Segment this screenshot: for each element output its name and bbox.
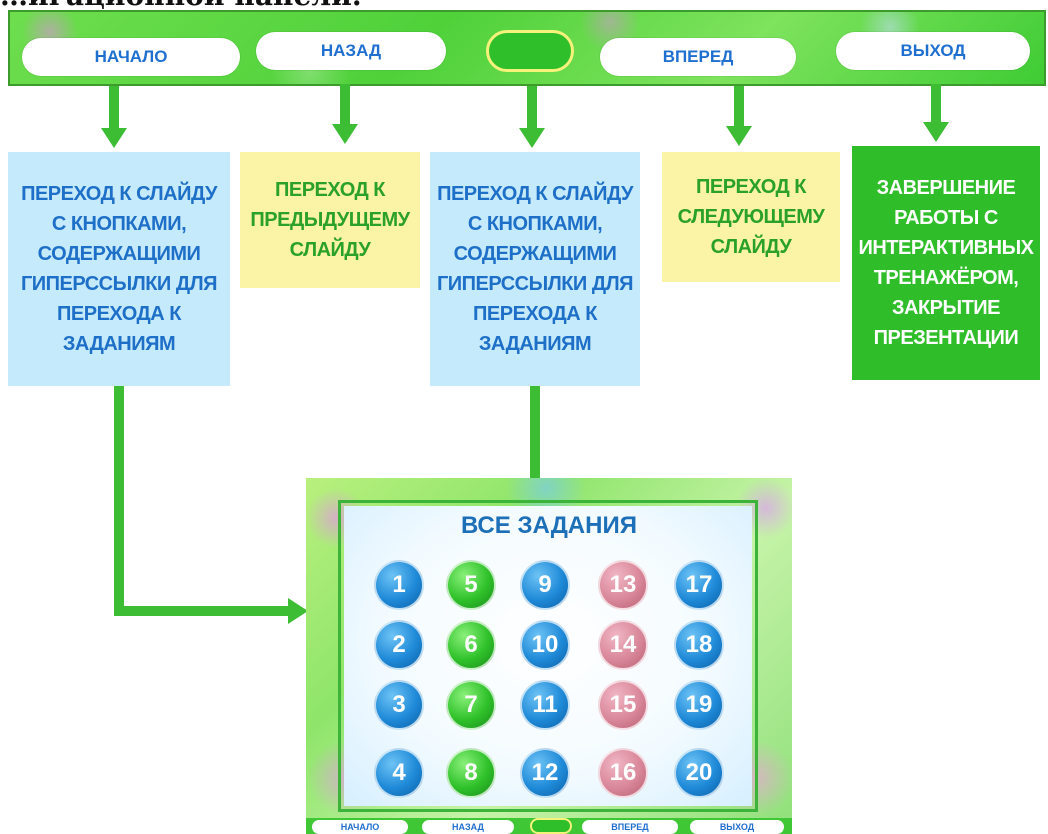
task-button-19[interactable]: 19 [674,680,724,730]
slide-nav-start-button[interactable]: НАЧАЛО [312,820,408,834]
nav-exit-button[interactable]: ВЫХОД [836,32,1030,70]
task-button-4[interactable]: 4 [374,748,424,798]
nav-forward-button[interactable]: ВПЕРЕД [600,38,796,76]
arrow-forward-shaft [734,86,744,128]
arrow-back-shaft [340,84,350,126]
task-button-5[interactable]: 5 [446,560,496,610]
task-button-12[interactable]: 12 [520,748,570,798]
arrow-forward-head [726,126,752,146]
task-button-15[interactable]: 15 [598,680,648,730]
box-back-description: ПЕРЕХОД К ПРЕДЫДУЩЕМУ СЛАЙДУ [240,152,420,288]
arrow-back-head [332,124,358,144]
connector-start-arrowhead [288,598,308,624]
box-center-description: ПЕРЕХОД К СЛАЙДУ С КНОПКАМИ, СОДЕРЖАЩИМИ… [430,152,640,386]
task-button-2[interactable]: 2 [374,620,424,670]
task-button-10[interactable]: 10 [520,620,570,670]
task-button-13[interactable]: 13 [598,560,648,610]
arrow-exit-head [923,122,949,142]
task-button-8[interactable]: 8 [446,748,496,798]
task-button-16[interactable]: 16 [598,748,648,798]
arrow-center-shaft [527,86,537,130]
task-button-11[interactable]: 11 [520,680,570,730]
arrow-start-head [101,128,127,148]
task-button-14[interactable]: 14 [598,620,648,670]
box-exit-description: ЗАВЕРШЕНИЕ РАБОТЫ С ИНТЕРАКТИВНЫХ ТРЕНАЖ… [852,146,1040,380]
task-button-3[interactable]: 3 [374,680,424,730]
task-button-6[interactable]: 6 [446,620,496,670]
arrow-center-head [519,128,545,148]
nav-back-button[interactable]: НАЗАД [256,32,446,70]
task-button-1[interactable]: 1 [374,560,424,610]
nav-center-button[interactable] [486,30,574,72]
slide-nav-forward-button[interactable]: ВПЕРЕД [582,820,678,834]
slide-frame [338,500,758,812]
arrow-start-shaft [109,86,119,130]
task-button-17[interactable]: 17 [674,560,724,610]
slide-title: ВСЕ ЗАДАНИЯ [461,512,637,539]
task-button-9[interactable]: 9 [520,560,570,610]
connector-start-vertical [114,386,124,616]
task-button-20[interactable]: 20 [674,748,724,798]
slide-nav-exit-button[interactable]: ВЫХОД [690,820,784,834]
connector-start-horizontal [114,606,290,616]
box-forward-description: ПЕРЕХОД К СЛЕДУЮЩЕМУ СЛАЙДУ [662,152,840,282]
arrow-exit-shaft [931,84,941,124]
nav-start-button[interactable]: НАЧАЛО [22,38,240,76]
connector-center-vertical [530,386,540,482]
slide-nav-center-button[interactable] [530,818,572,834]
slide-nav-back-button[interactable]: НАЗАД [422,820,514,834]
box-start-description: ПЕРЕХОД К СЛАЙДУ С КНОПКАМИ, СОДЕРЖАЩИМИ… [8,152,230,386]
page-heading: …игационной панели. [0,0,362,10]
task-button-7[interactable]: 7 [446,680,496,730]
task-button-18[interactable]: 18 [674,620,724,670]
navigation-panel: НАЧАЛО НАЗАД ВПЕРЕД ВЫХОД [8,10,1046,86]
